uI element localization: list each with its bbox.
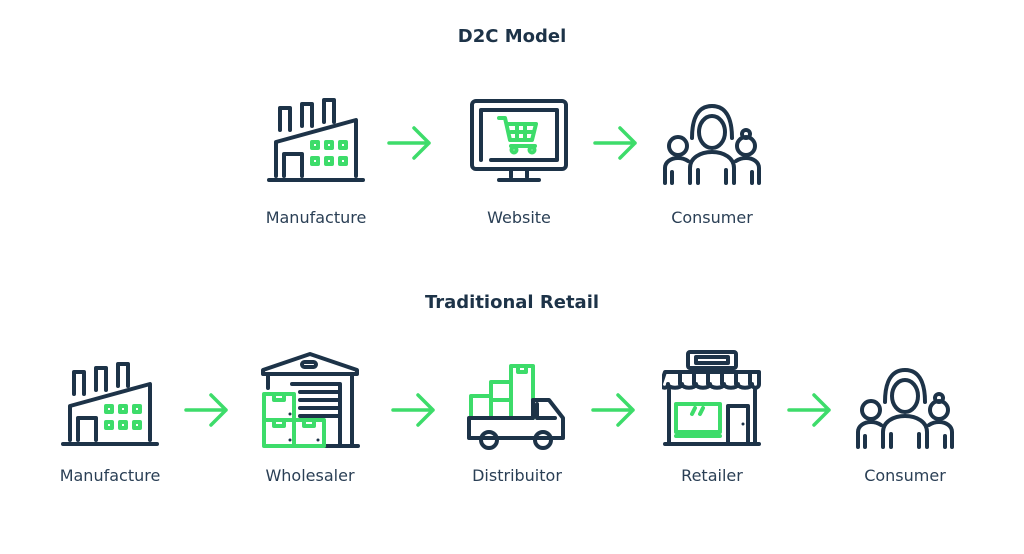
- step-label: Consumer: [671, 208, 753, 227]
- d2c-step-website: Website: [449, 98, 589, 227]
- factory-icon: [266, 98, 366, 188]
- retail-step-distributor: Distribuitor: [447, 356, 587, 485]
- people-icon: [662, 98, 762, 188]
- retail-title: Traditional Retail: [424, 292, 600, 313]
- monitor-cart-icon: [469, 98, 569, 188]
- step-label: Website: [487, 208, 551, 227]
- step-label: Retailer: [681, 466, 743, 485]
- retail-step-wholesaler: Wholesaler: [240, 350, 380, 485]
- step-label: Consumer: [864, 466, 946, 485]
- step-label: Manufacture: [59, 466, 161, 485]
- arrow-right-icon: [387, 125, 433, 161]
- d2c-step-manufacture: Manufacture: [246, 98, 386, 227]
- arrow-right-icon: [787, 392, 833, 428]
- step-label: Wholesaler: [265, 466, 355, 485]
- retail-step-consumer: Consumer: [835, 362, 975, 485]
- people-icon: [855, 362, 955, 452]
- shop-icon: [662, 350, 762, 450]
- arrow-right-icon: [184, 392, 230, 428]
- truck-icon: [467, 364, 565, 450]
- retail-step-manufacture: Manufacture: [40, 362, 180, 485]
- arrow-right-icon: [591, 392, 637, 428]
- step-label: Distribuitor: [472, 466, 562, 485]
- d2c-title: D2C Model: [457, 26, 567, 47]
- factory-icon: [60, 362, 160, 452]
- retail-step-retailer: Retailer: [642, 350, 782, 485]
- warehouse-icon: [260, 350, 360, 450]
- arrow-right-icon: [391, 392, 437, 428]
- step-label: Manufacture: [265, 208, 367, 227]
- d2c-step-consumer: Consumer: [642, 98, 782, 227]
- arrow-right-icon: [593, 125, 639, 161]
